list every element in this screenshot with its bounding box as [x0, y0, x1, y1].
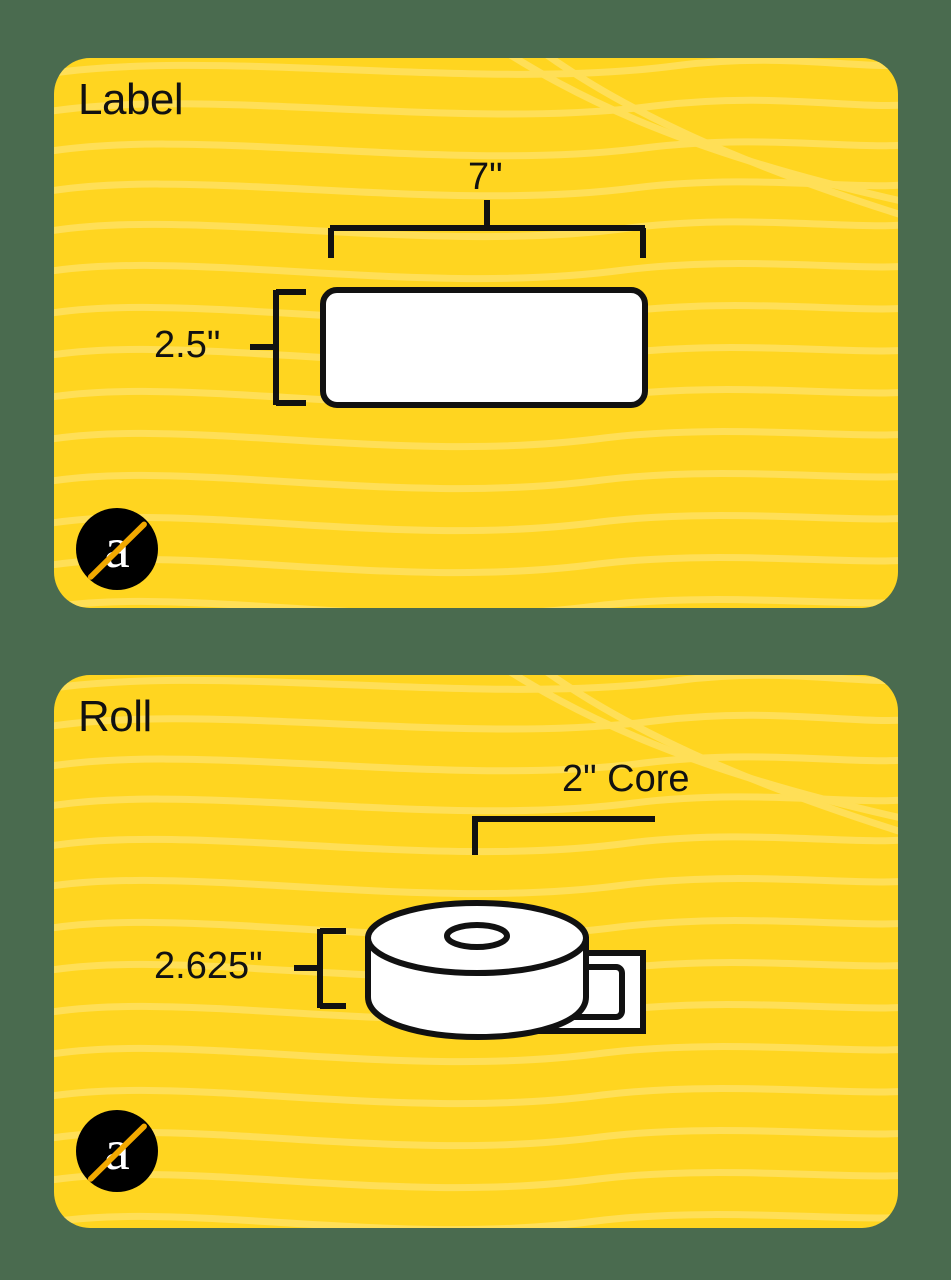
- dimension-height-label: 2.5": [154, 324, 221, 366]
- roll-dimension-drawing: [294, 816, 655, 1041]
- dimension-roll-width-label: 2.625": [154, 945, 263, 987]
- crossed-a-logo-icon: a: [76, 1110, 158, 1192]
- dimension-width-label: 7": [468, 156, 503, 198]
- dimension-core-label: 2" Core: [562, 758, 690, 800]
- label-dimension-drawing: [250, 200, 648, 408]
- roll-card: Roll 2" Core 2.625" a: [54, 675, 898, 1228]
- page-title: Label: [78, 75, 184, 124]
- label-card: Label 7" 2.5" a: [54, 58, 898, 608]
- crossed-a-logo-icon: a: [76, 508, 158, 590]
- page-title: Roll: [78, 692, 152, 741]
